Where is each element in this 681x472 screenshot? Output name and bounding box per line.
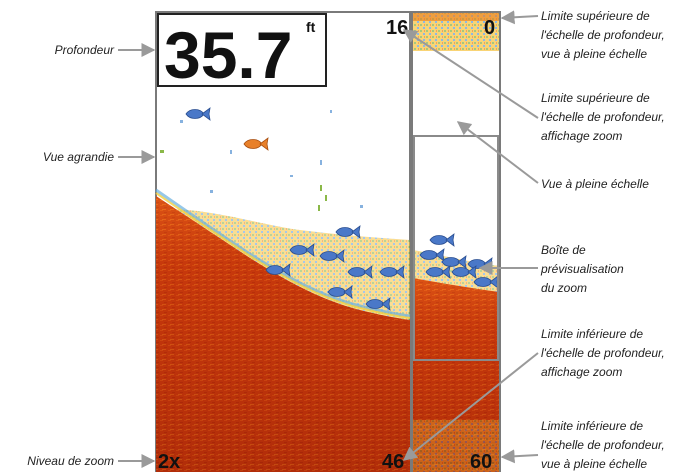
depth-value: 35.7 xyxy=(164,18,292,92)
label-profondeur: Profondeur xyxy=(55,43,115,57)
label-limite-sup-zoom-1: Limite supérieure de xyxy=(541,91,650,105)
label-limite-inf-zoom-3: affichage zoom xyxy=(541,365,622,379)
label-limite-sup-zoom-2: l'échelle de profondeur, xyxy=(541,110,665,124)
label-limite-inf-zoom-2: l'échelle de profondeur, xyxy=(541,346,665,360)
label-limite-inf-pleine-3: vue à pleine échelle xyxy=(541,457,647,471)
label-limite-sup-zoom-3: affichage zoom xyxy=(541,129,622,143)
label-vue-pleine: Vue à pleine échelle xyxy=(541,177,649,191)
label-limite-sup-pleine-1: Limite supérieure de xyxy=(541,9,650,23)
full-top-depth: 0 xyxy=(484,17,495,39)
zoom-level: 2x xyxy=(158,451,180,472)
label-limite-inf-zoom-1: Limite inférieure de xyxy=(541,327,643,341)
full-bottom-depth: 60 xyxy=(470,451,492,472)
zoom-top-depth: 16 xyxy=(386,17,408,39)
full-scale-view-panel: 0 60 xyxy=(411,11,501,472)
label-limite-sup-pleine-3: vue à pleine échelle xyxy=(541,47,647,61)
depth-unit: ft xyxy=(306,19,316,35)
zoom-view-panel: 35.7 ft 16 46 2x xyxy=(155,11,411,472)
depth-readout-box xyxy=(157,13,327,87)
label-limite-inf-pleine-2: l'échelle de profondeur, xyxy=(541,438,665,452)
callout-arrows xyxy=(118,10,539,468)
label-vue-agrandie: Vue agrandie xyxy=(43,150,115,164)
label-niveau-zoom: Niveau de zoom xyxy=(27,454,114,468)
label-limite-inf-pleine-1: Limite inférieure de xyxy=(541,419,643,433)
zoom-preview-box xyxy=(413,135,499,361)
label-limite-sup-pleine-2: l'échelle de profondeur, xyxy=(541,28,665,42)
zoom-bottom-depth: 46 xyxy=(382,451,404,472)
label-boite-zoom-3: du zoom xyxy=(541,281,587,295)
label-boite-zoom-2: prévisualisation xyxy=(540,262,624,276)
label-boite-zoom-1: Boîte de xyxy=(541,243,586,257)
